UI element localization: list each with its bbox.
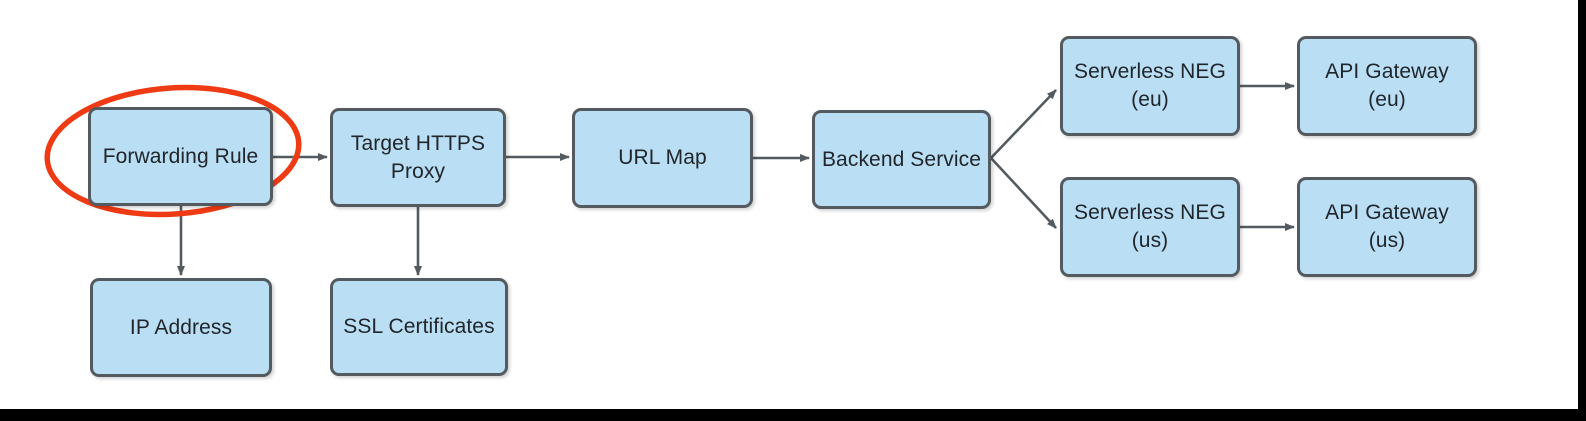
node-label: IP Address [129,315,233,339]
node-label: API Gateway (us) [1325,201,1449,252]
node-forwarding-rule[interactable]: Forwarding Rule [88,107,273,206]
diagram-edges-layer [44,82,1295,276]
node-ip-address[interactable]: IP Address [90,278,272,377]
node-label: API Gateway (eu) [1325,60,1449,111]
edge-backend-to-neg-eu [990,89,1057,159]
node-ssl-certificates[interactable]: SSL Certificates [330,278,508,376]
node-label: Backend Service [821,147,982,171]
edge-backend-to-neg-us [990,157,1057,229]
node-target-https-proxy[interactable]: Target HTTPS Proxy [330,108,506,207]
node-serverless-neg-eu[interactable]: Serverless NEG (eu) [1060,36,1240,136]
node-label: Serverless NEG (eu) [1074,60,1226,111]
node-label: Serverless NEG (us) [1074,201,1226,252]
node-label: SSL Certificates [343,315,495,339]
node-serverless-neg-us[interactable]: Serverless NEG (us) [1060,177,1240,277]
node-api-gateway-eu[interactable]: API Gateway (eu) [1297,36,1477,136]
node-api-gateway-us[interactable]: API Gateway (us) [1297,177,1477,277]
node-label: URL Map [618,146,707,170]
node-label: Target HTTPS Proxy [350,131,486,183]
node-url-map[interactable]: URL Map [572,108,753,208]
node-backend-service[interactable]: Backend Service [812,110,991,209]
node-label: Forwarding Rule [102,144,259,168]
highlight-forwarding-rule-annotation [44,84,302,218]
